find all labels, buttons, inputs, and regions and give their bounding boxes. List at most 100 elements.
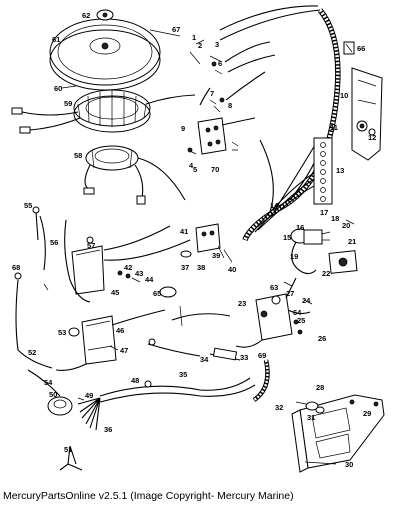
rectifier	[197, 117, 227, 155]
hardware-48	[144, 338, 156, 388]
flywheel-key	[149, 29, 181, 37]
screw-47	[109, 345, 119, 351]
label-49: 49	[85, 391, 93, 400]
terminal-55	[32, 206, 40, 214]
upper-wires	[224, 41, 276, 101]
lead-51	[59, 445, 83, 471]
flywheel-nut	[96, 9, 114, 21]
label-48: 48	[131, 376, 139, 385]
lead-34	[147, 343, 201, 357]
label-50: 50	[49, 390, 57, 399]
ignition-switch	[290, 228, 331, 245]
label-52: 52	[28, 348, 36, 357]
label-21: 21	[348, 237, 356, 246]
lead-55	[35, 211, 39, 241]
plate-30	[291, 409, 309, 473]
label-38: 38	[197, 263, 205, 272]
label-6: 6	[218, 59, 222, 68]
label-51: 51	[64, 445, 72, 454]
part-65	[159, 286, 177, 298]
harness-56	[39, 215, 191, 303]
label-7: 7	[210, 89, 214, 98]
solenoid-leads	[235, 277, 311, 348]
hardware-24-27	[283, 281, 313, 335]
clip-66	[343, 41, 355, 55]
label-34: 34	[200, 355, 209, 364]
label-18: 18	[331, 214, 339, 223]
label-16: 16	[296, 223, 304, 232]
label-42: 42	[124, 263, 132, 272]
label-55: 55	[24, 201, 32, 210]
mounting-bracket	[351, 67, 383, 161]
label-8: 8	[228, 101, 232, 110]
lead-54	[27, 369, 61, 397]
label-66: 66	[357, 44, 365, 53]
flywheel	[49, 18, 161, 91]
label-5: 5	[193, 165, 197, 174]
label-31: 31	[307, 413, 315, 422]
label-67: 67	[172, 25, 180, 34]
wire-harness	[219, 5, 341, 242]
harness-branch-wires	[249, 139, 331, 236]
small-hardware-upper	[187, 39, 239, 155]
label-33: 33	[240, 353, 248, 362]
label-35: 35	[179, 370, 187, 379]
label-36: 36	[104, 425, 112, 434]
label-14: 14	[270, 201, 279, 210]
label-17: 17	[320, 208, 328, 217]
stator-connector	[11, 107, 23, 115]
label-2: 2	[198, 41, 202, 50]
label-44: 44	[145, 275, 154, 284]
cdi-leads	[55, 309, 166, 371]
label-39: 39	[212, 251, 220, 260]
label-45: 45	[111, 288, 119, 297]
stator	[73, 89, 151, 133]
label-11: 11	[330, 123, 338, 132]
label-13: 13	[336, 166, 344, 175]
label-3: 3	[215, 40, 219, 49]
label-47: 47	[120, 346, 128, 355]
switch-leads	[291, 241, 317, 275]
hardware-42-44	[117, 270, 141, 283]
label-27: 27	[286, 289, 294, 298]
label-60: 60	[54, 84, 62, 93]
plate-22	[328, 250, 358, 274]
label-64: 64	[293, 308, 302, 317]
boot-33	[212, 347, 238, 361]
copyright-caption: MercuryPartsOnline v2.5.1 (Image Copyrig…	[3, 490, 294, 502]
harness-69	[252, 359, 270, 402]
cdi-unit-46	[81, 315, 117, 365]
label-63: 63	[270, 283, 278, 292]
stator-leads	[21, 94, 196, 131]
label-9: 9	[181, 124, 185, 133]
label-69: 69	[258, 351, 266, 360]
label-10: 10	[340, 91, 348, 100]
screw-49	[77, 397, 85, 401]
starter-solenoid-23	[255, 293, 293, 341]
label-37: 37	[181, 263, 189, 272]
label-43: 43	[135, 269, 143, 278]
plug-leads-36	[77, 397, 101, 431]
label-19: 19	[290, 252, 298, 261]
label-57: 57	[87, 241, 95, 250]
switch-box-57	[71, 236, 105, 295]
label-28: 28	[316, 383, 324, 392]
screw-12	[368, 128, 376, 136]
part-53	[68, 327, 80, 337]
warning-horn-50	[47, 396, 73, 416]
stator-screw	[61, 85, 77, 89]
label-61: 61	[52, 35, 60, 44]
part-37	[180, 250, 192, 258]
label-29: 29	[363, 409, 371, 418]
label-23: 23	[238, 299, 246, 308]
part-7-lower	[179, 305, 183, 327]
label-22: 22	[322, 269, 330, 278]
label-70: 70	[211, 165, 219, 174]
label-32: 32	[275, 403, 283, 412]
label-46: 46	[116, 326, 124, 335]
callout-labels: 1 2 3 4 5 6 7 8 9 10 11 12 13 14 15 16 1…	[12, 11, 376, 469]
lead-7-lower	[171, 313, 231, 321]
label-4: 4	[189, 161, 194, 170]
label-56: 56	[50, 238, 58, 247]
